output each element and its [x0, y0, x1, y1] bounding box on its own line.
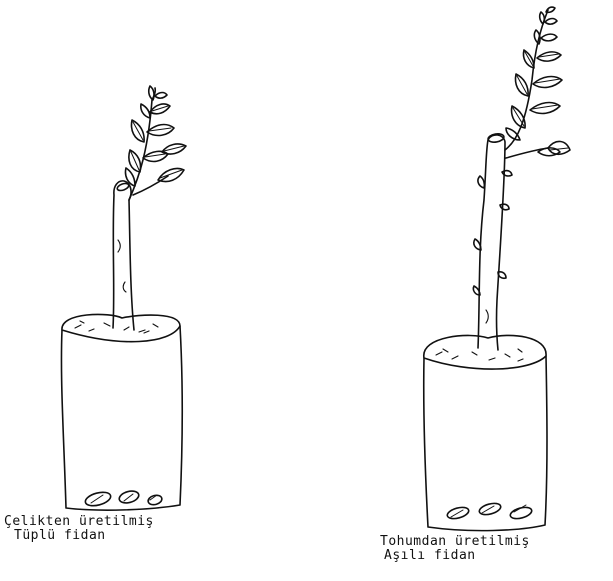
right-bag-mark: [478, 501, 502, 516]
left-leaf-veins: [131, 106, 184, 178]
right-caption-line2: Aşılı fidan: [380, 549, 530, 563]
right-pot-bag: [424, 356, 547, 531]
right-leaf-veins: [513, 52, 568, 150]
left-seedling: [61, 86, 186, 510]
right-caption-line1: Tohumdan üretilmiş: [380, 535, 530, 549]
left-caption-line1: Çelikten üretilmiş: [4, 515, 154, 529]
left-soil-surface: [62, 314, 180, 341]
left-pot-bag: [61, 326, 182, 510]
right-trunk: [478, 135, 505, 350]
left-caption: Çelikten üretilmiş Tüplü fidan: [4, 515, 154, 543]
left-bag-mark: [84, 490, 112, 508]
left-trunk: [113, 181, 134, 330]
right-seedling: [424, 7, 570, 531]
left-bag-mark: [147, 494, 163, 506]
right-caption: Tohumdan üretilmiş Aşılı fidan: [380, 535, 530, 563]
left-caption-line2: Tüplü fidan: [4, 529, 154, 543]
left-leaves: [125, 86, 186, 186]
right-leaves: [506, 7, 570, 156]
